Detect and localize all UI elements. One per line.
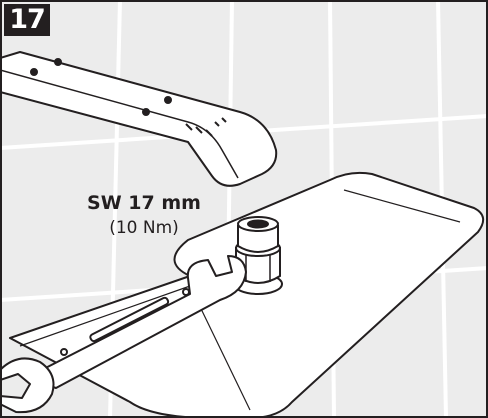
connection-nut [233, 216, 283, 295]
shower-head-plate [9, 171, 485, 418]
wrench-hole [182, 288, 190, 296]
wrench-open-end [0, 357, 55, 414]
shower-head [9, 171, 485, 418]
wrench-spec: SW 17 mm (10 Nm) [76, 190, 212, 240]
wrench-slot [89, 296, 170, 343]
plate-rim-line [343, 189, 461, 223]
thread-opening [247, 219, 269, 229]
thread-body [237, 225, 279, 253]
arm-grip-marks [185, 117, 227, 137]
wrench-size-label: SW 17 mm [87, 192, 201, 214]
arm-hole [30, 68, 38, 76]
torque-label: (10 Nm) [109, 218, 179, 238]
wrench [0, 255, 247, 414]
arm-hole [142, 108, 150, 116]
wrench-hole [60, 348, 68, 356]
arm-body [0, 51, 278, 187]
arm-hole [164, 96, 172, 104]
arm-hole [54, 58, 62, 66]
wrench-body [25, 255, 247, 389]
shower-arm [0, 51, 278, 187]
step-number-badge: 17 [4, 4, 50, 36]
